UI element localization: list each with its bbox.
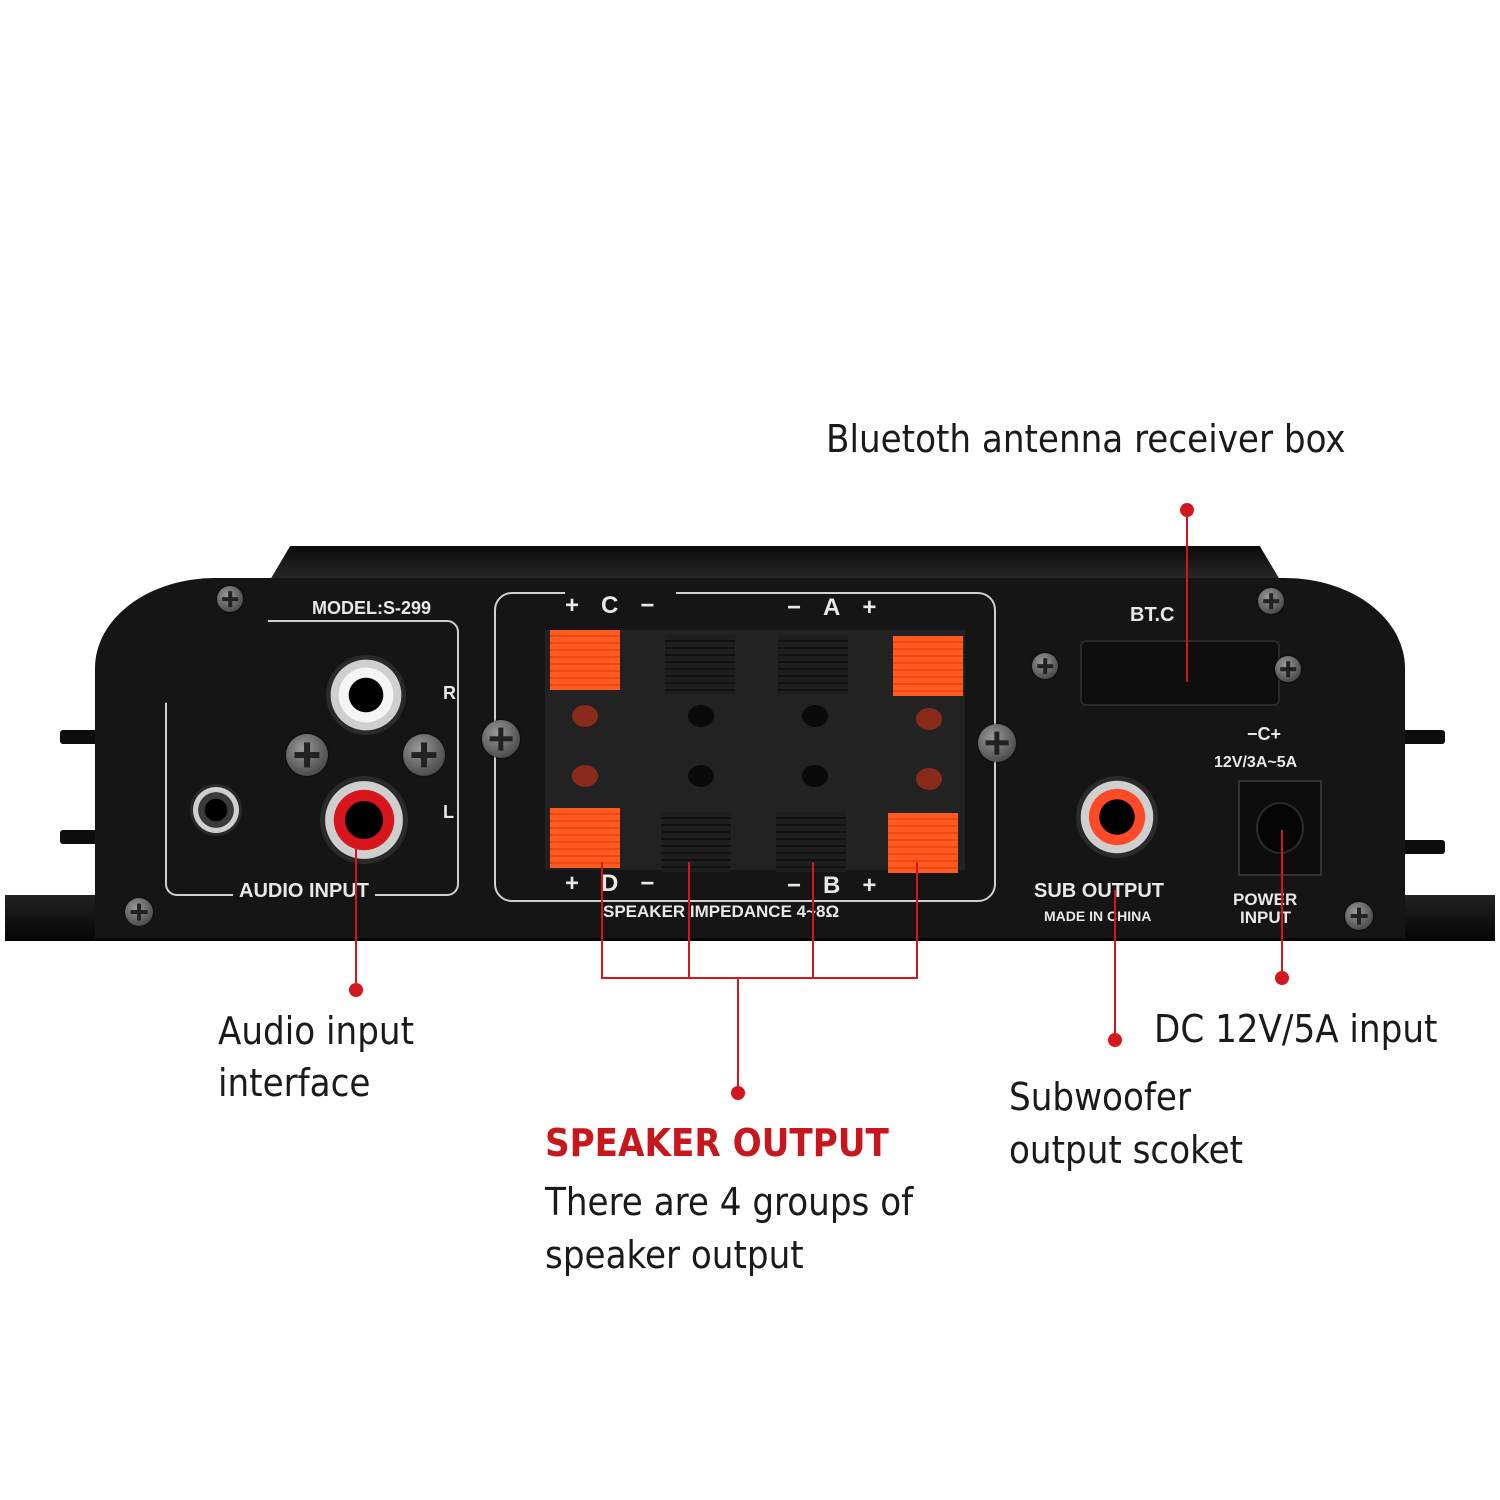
rca-jack-right[interactable] [326, 655, 406, 735]
aux-jack[interactable] [190, 784, 242, 836]
wire-hole [916, 708, 942, 730]
leader-line-speaker-stem [737, 977, 739, 1093]
speaker-clip-a-plus[interactable] [893, 636, 963, 696]
screw-icon [1275, 656, 1301, 682]
sub-output-label: SUB OUTPUT [1034, 880, 1164, 902]
power-input-label-line2: INPUT [1240, 908, 1291, 927]
screw-icon [286, 734, 328, 776]
leader-line-audio-input [355, 838, 357, 990]
leader-line-bluetooth [1186, 510, 1188, 682]
speaker-clip-d-minus[interactable] [661, 812, 731, 872]
speaker-clip-b-plus[interactable] [888, 813, 958, 873]
leader-line-speaker-bus [601, 977, 918, 979]
leader-dot [731, 1086, 745, 1100]
wire-hole [572, 765, 598, 787]
amplifier-device: MODEL:S-299 AUDIO INPUT R L +C− −A+ +D− … [0, 540, 1500, 950]
screw-icon [482, 720, 520, 758]
callout-audio-input-line2: interface [218, 1061, 371, 1105]
leader-line-subwoofer [1114, 890, 1116, 1040]
channel-r-label: R [443, 683, 456, 704]
speaker-label-ab-top: −A+ [787, 594, 899, 622]
wire-hole [688, 765, 714, 787]
speaker-clip-b-minus[interactable] [776, 812, 846, 872]
leader-line-speaker-b-minus [812, 862, 814, 978]
power-rating-label: 12V/3A~5A [1214, 754, 1298, 771]
leader-dot [1108, 1033, 1122, 1047]
wire-hole [572, 705, 598, 727]
callout-subwoofer-line1: Subwoofer [1009, 1075, 1191, 1119]
leader-dot [1275, 971, 1289, 985]
speaker-label-b-bottom: −B+ [787, 872, 899, 900]
wire-hole [916, 768, 942, 790]
speaker-clip-d-plus[interactable] [550, 808, 620, 868]
screw-icon [1345, 902, 1373, 930]
screw-icon [978, 724, 1016, 762]
callout-speaker-desc-line2: speaker output [545, 1233, 804, 1277]
screw-icon [1258, 588, 1284, 614]
callout-dc-input: DC 12V/5A input [1154, 1007, 1438, 1051]
leader-line-speaker-d-minus [688, 862, 690, 978]
leader-line-speaker-b-plus [916, 862, 918, 978]
speaker-clip-c-plus[interactable] [550, 630, 620, 690]
screw-icon [403, 734, 445, 776]
dc-polarity-icon: −C+ [1247, 724, 1282, 744]
rca-jack-left[interactable] [320, 776, 408, 864]
power-input-label-line1: POWER [1233, 890, 1298, 909]
screw-icon [1032, 653, 1058, 679]
wire-hole [688, 705, 714, 727]
leader-dot [1180, 503, 1194, 517]
leader-line-speaker-d-plus [601, 862, 603, 978]
speaker-clip-a-minus[interactable] [778, 635, 848, 695]
speaker-label-d-bottom: +D− [565, 870, 677, 898]
callout-audio-input-line1: Audio input [218, 1009, 414, 1053]
model-label: MODEL:S-299 [312, 598, 432, 618]
leader-dot [349, 983, 363, 997]
callout-speaker-desc-line1: There are 4 groups of [545, 1180, 914, 1224]
impedance-label: SPEAKER IMPEDANCE 4~8Ω [603, 902, 840, 921]
callout-speaker-title: SPEAKER OUTPUT [545, 1121, 889, 1165]
device-top-surface [270, 546, 1280, 580]
made-in-label: MADE IN CHINA [1044, 908, 1152, 924]
callout-bluetooth: Bluetoth antenna receiver box [826, 417, 1346, 461]
audio-input-label: AUDIO INPUT [233, 880, 375, 903]
wire-hole [802, 705, 828, 727]
dc-jack-hole [1256, 802, 1304, 854]
bt-label: BT.C [1130, 604, 1175, 626]
wire-hole [802, 765, 828, 787]
channel-l-label: L [443, 802, 454, 823]
speaker-label-cd-top: +C− [565, 592, 677, 620]
leader-line-dc-input [1281, 830, 1283, 978]
screw-icon [217, 586, 243, 612]
screw-icon [125, 898, 153, 926]
sub-output-jack[interactable] [1076, 776, 1158, 858]
bt-antenna-box[interactable] [1080, 640, 1280, 706]
speaker-clip-c-minus[interactable] [665, 635, 735, 695]
callout-subwoofer-line2: output scoket [1009, 1128, 1244, 1172]
